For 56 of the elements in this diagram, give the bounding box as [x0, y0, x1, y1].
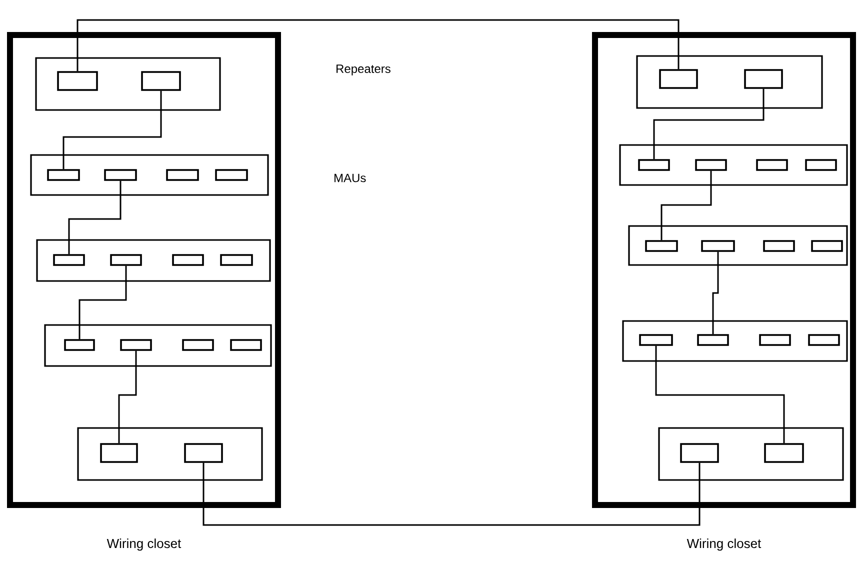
closet-caption: Wiring closet — [686, 538, 762, 551]
port-box — [680, 443, 719, 463]
mau-box — [44, 324, 272, 367]
port-box — [64, 339, 95, 351]
mau-box — [628, 225, 848, 266]
cable-line — [62, 90, 162, 170]
mau-box — [36, 239, 271, 282]
closet-caption: Wiring closet — [106, 538, 182, 551]
cable-line — [76, 19, 680, 72]
cable-line — [653, 88, 764, 160]
port-box — [764, 443, 804, 463]
port-box — [759, 334, 791, 346]
mau-box — [622, 320, 848, 362]
port-box — [110, 254, 142, 266]
port-box — [172, 254, 204, 266]
port-box — [220, 254, 253, 266]
port-box — [141, 71, 181, 91]
cable-line — [655, 346, 785, 444]
port-box — [53, 254, 85, 266]
cable-line — [68, 180, 122, 254]
cable-line — [660, 170, 712, 240]
port-box — [639, 334, 673, 346]
port-box — [811, 240, 843, 252]
repeater-box — [658, 427, 844, 481]
port-box — [695, 159, 727, 171]
port-box — [120, 339, 152, 351]
port-box — [645, 240, 678, 252]
port-box — [184, 443, 223, 463]
port-box — [808, 334, 840, 346]
group-label: MAUs — [334, 174, 366, 182]
port-box — [215, 169, 248, 181]
mau-box — [619, 144, 848, 186]
port-box — [638, 159, 670, 171]
group-label: Repeaters — [336, 64, 390, 76]
port-box — [701, 240, 735, 252]
repeater-box — [636, 55, 823, 109]
cable-line — [712, 252, 719, 334]
port-box — [57, 71, 98, 91]
port-box — [166, 169, 199, 181]
port-box — [756, 159, 788, 171]
port-box — [47, 169, 80, 181]
port-box — [659, 69, 698, 89]
port-box — [100, 443, 138, 463]
mau-box — [30, 154, 269, 196]
port-box — [182, 339, 214, 351]
cable-line — [118, 350, 137, 444]
repeater-box — [77, 427, 263, 481]
cable-line — [202, 462, 700, 526]
port-box — [230, 339, 262, 351]
port-box — [104, 169, 137, 181]
cable-line — [78, 266, 127, 340]
port-box — [805, 159, 837, 171]
repeater-box — [35, 57, 221, 111]
port-box — [697, 334, 729, 346]
port-box — [763, 240, 795, 252]
port-box — [744, 69, 783, 89]
